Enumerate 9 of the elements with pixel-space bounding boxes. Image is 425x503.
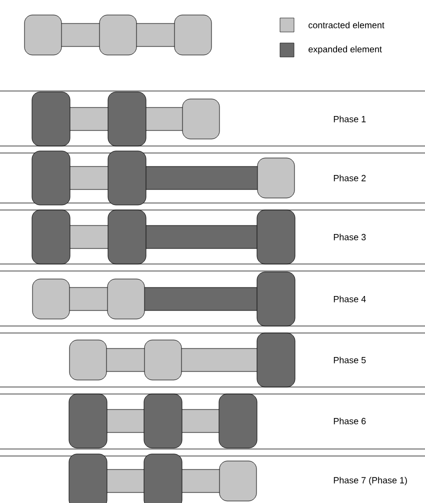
phase-label: Phase 7 (Phase 1) — [334, 476, 407, 486]
phase-label: Phase 5 — [334, 356, 366, 364]
legend-label: expanded element — [308, 46, 382, 54]
phase-label: Phase 4 — [334, 296, 366, 302]
phase-label: Phase 6 — [334, 418, 366, 424]
phase-label: Phase 3 — [334, 234, 366, 240]
phase-label: Phase 2 — [334, 174, 366, 182]
phase-label: Phase 1 — [334, 116, 366, 122]
legend-label: contracted element — [308, 22, 384, 28]
